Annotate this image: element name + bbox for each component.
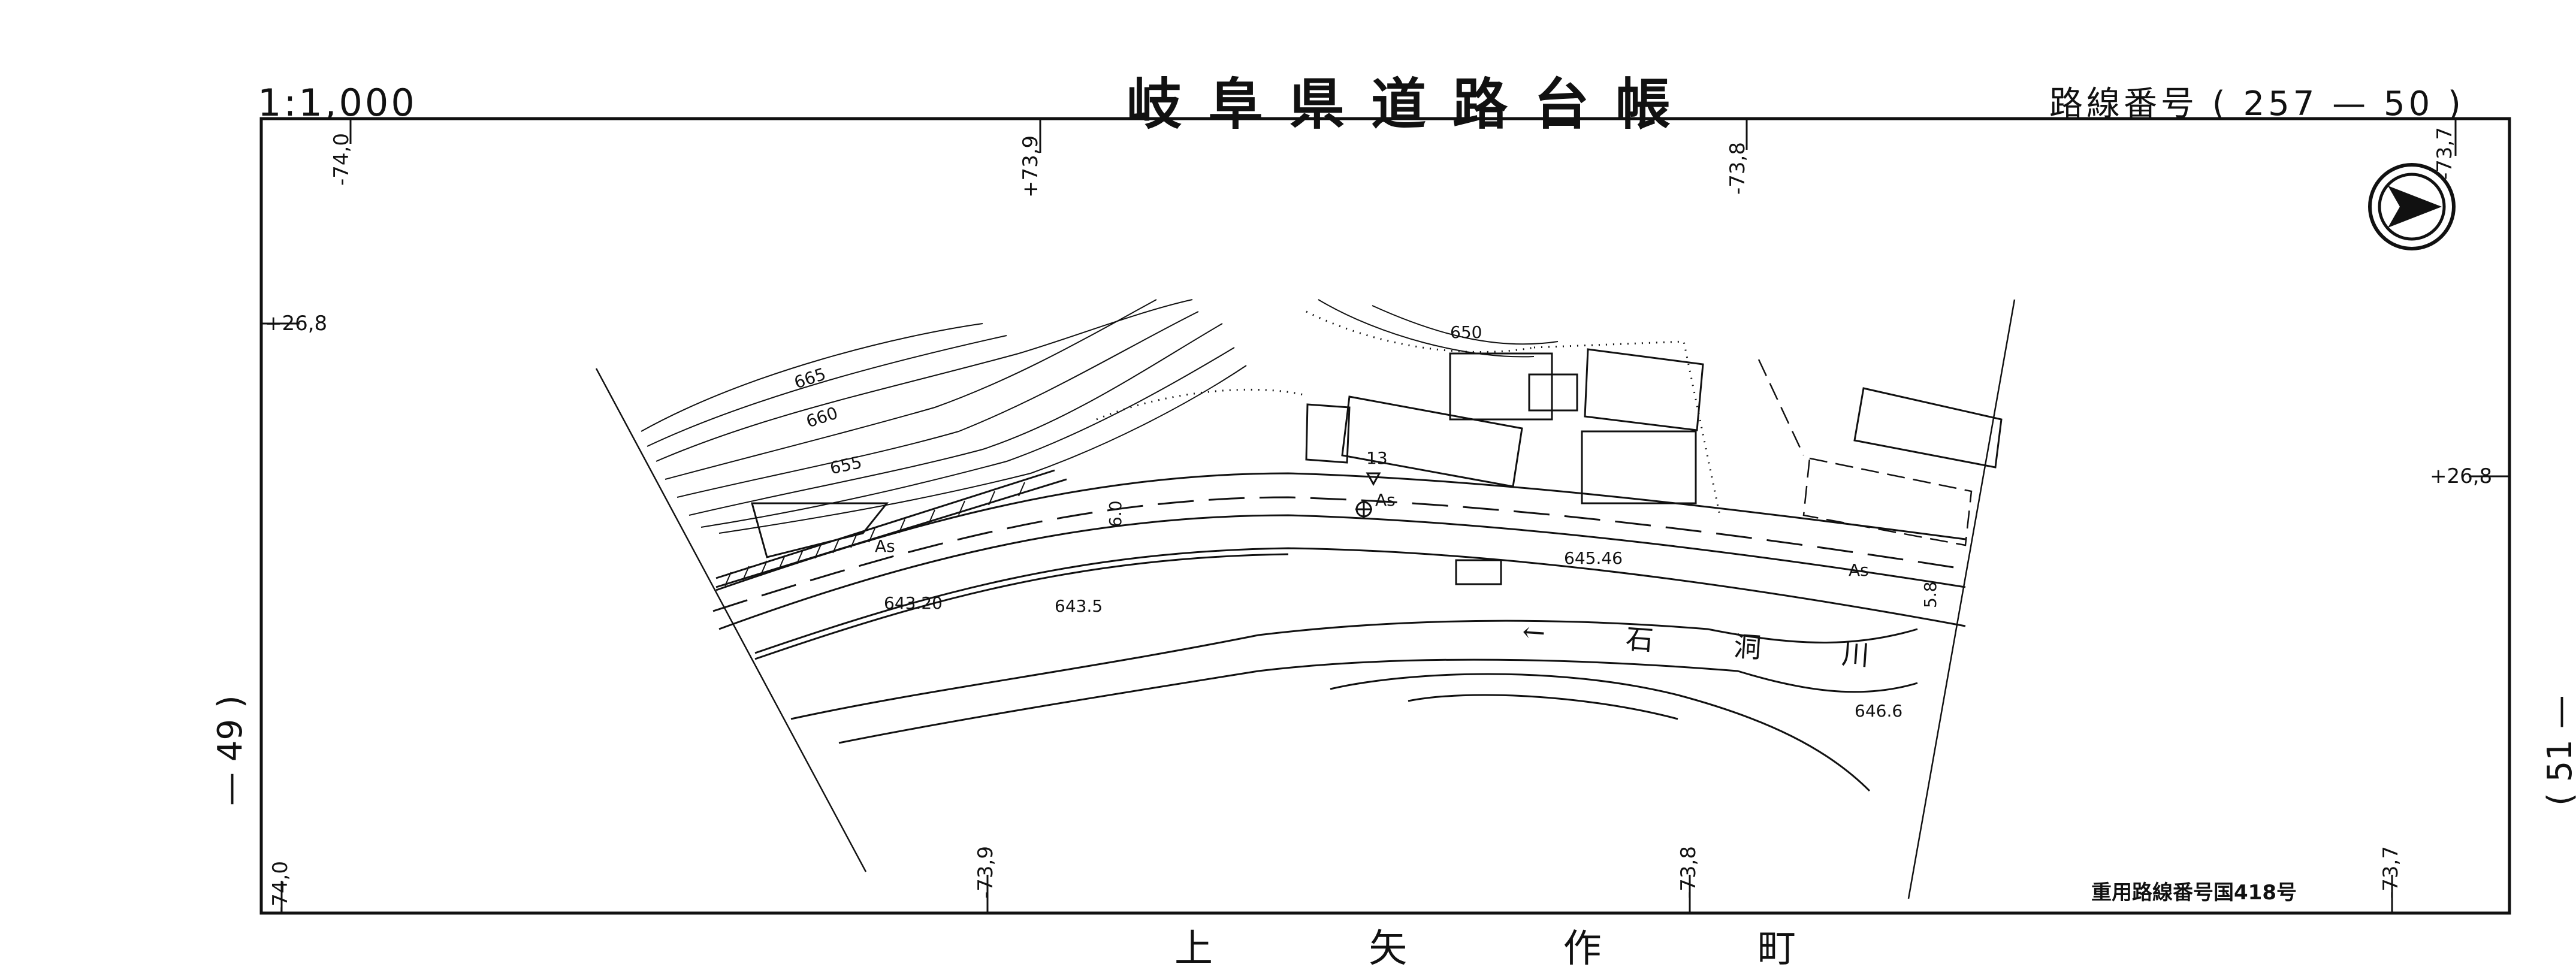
pavement-label-2: As bbox=[1375, 490, 1396, 510]
map-scale: 1:1,000 bbox=[258, 81, 417, 125]
coord-bottom-2: -73,9 bbox=[974, 846, 998, 899]
spot-height-2: 643.5 bbox=[1055, 596, 1103, 616]
dashed-lots bbox=[1757, 359, 1973, 546]
slope-hatching bbox=[715, 469, 1067, 588]
hatch-ticks bbox=[724, 482, 1025, 587]
coord-left: +26,8 bbox=[265, 312, 328, 336]
coord-bottom-4: -73,7 bbox=[2379, 846, 2403, 899]
road-centerline bbox=[712, 496, 1966, 612]
coord-top-3: -73,8 bbox=[1726, 142, 1750, 195]
coord-top-2: +73,9 bbox=[1019, 135, 1043, 198]
pavement-label-3: As bbox=[1849, 560, 1869, 580]
contour-label-650: 650 bbox=[1450, 322, 1482, 342]
route-number: 路線番号 ( 257 — 50 ) bbox=[2049, 84, 2465, 123]
coord-bottom-3: -73,8 bbox=[1677, 846, 1701, 899]
map-drawing bbox=[259, 117, 2511, 915]
coord-top-1: -74,0 bbox=[330, 133, 354, 186]
contour-lines bbox=[641, 299, 1559, 534]
grid-ticks bbox=[261, 119, 2509, 913]
adjacent-sheet-right[interactable]: ( 51 — bbox=[2541, 695, 2576, 806]
survey-boundary bbox=[595, 299, 2016, 899]
buildings bbox=[1305, 348, 2003, 585]
coord-bottom-1: -74,0 bbox=[268, 861, 292, 914]
spot-height-4: 646.6 bbox=[1855, 701, 1903, 721]
river-banks bbox=[790, 620, 1918, 792]
road-width-2: 5.8 bbox=[1920, 581, 1940, 608]
road-width-1: 6.0 bbox=[1106, 500, 1125, 527]
spot-height-1: 643.20 bbox=[884, 593, 943, 613]
road-edges bbox=[715, 472, 1966, 660]
map-frame bbox=[259, 117, 2511, 915]
survey-markers bbox=[1355, 472, 1381, 518]
adjacent-sheet-left[interactable]: — 49 ) bbox=[211, 695, 250, 806]
vegetation-boundary bbox=[1096, 310, 1721, 516]
national-route-note: 重用路線番号国418号 bbox=[2091, 881, 2297, 905]
pavement-label-1: As bbox=[875, 536, 895, 556]
north-arrow-icon bbox=[2368, 163, 2456, 250]
map-title: 岐阜県道路台帳 bbox=[1127, 72, 1698, 137]
town-name: 上 矢 作 町 bbox=[1174, 927, 1868, 971]
coord-top-4: -73,7 bbox=[2433, 127, 2457, 180]
spot-height-3: 645.46 bbox=[1564, 548, 1623, 568]
coord-right: +26,8 bbox=[2430, 464, 2493, 488]
station-label: 13 bbox=[1366, 448, 1388, 468]
